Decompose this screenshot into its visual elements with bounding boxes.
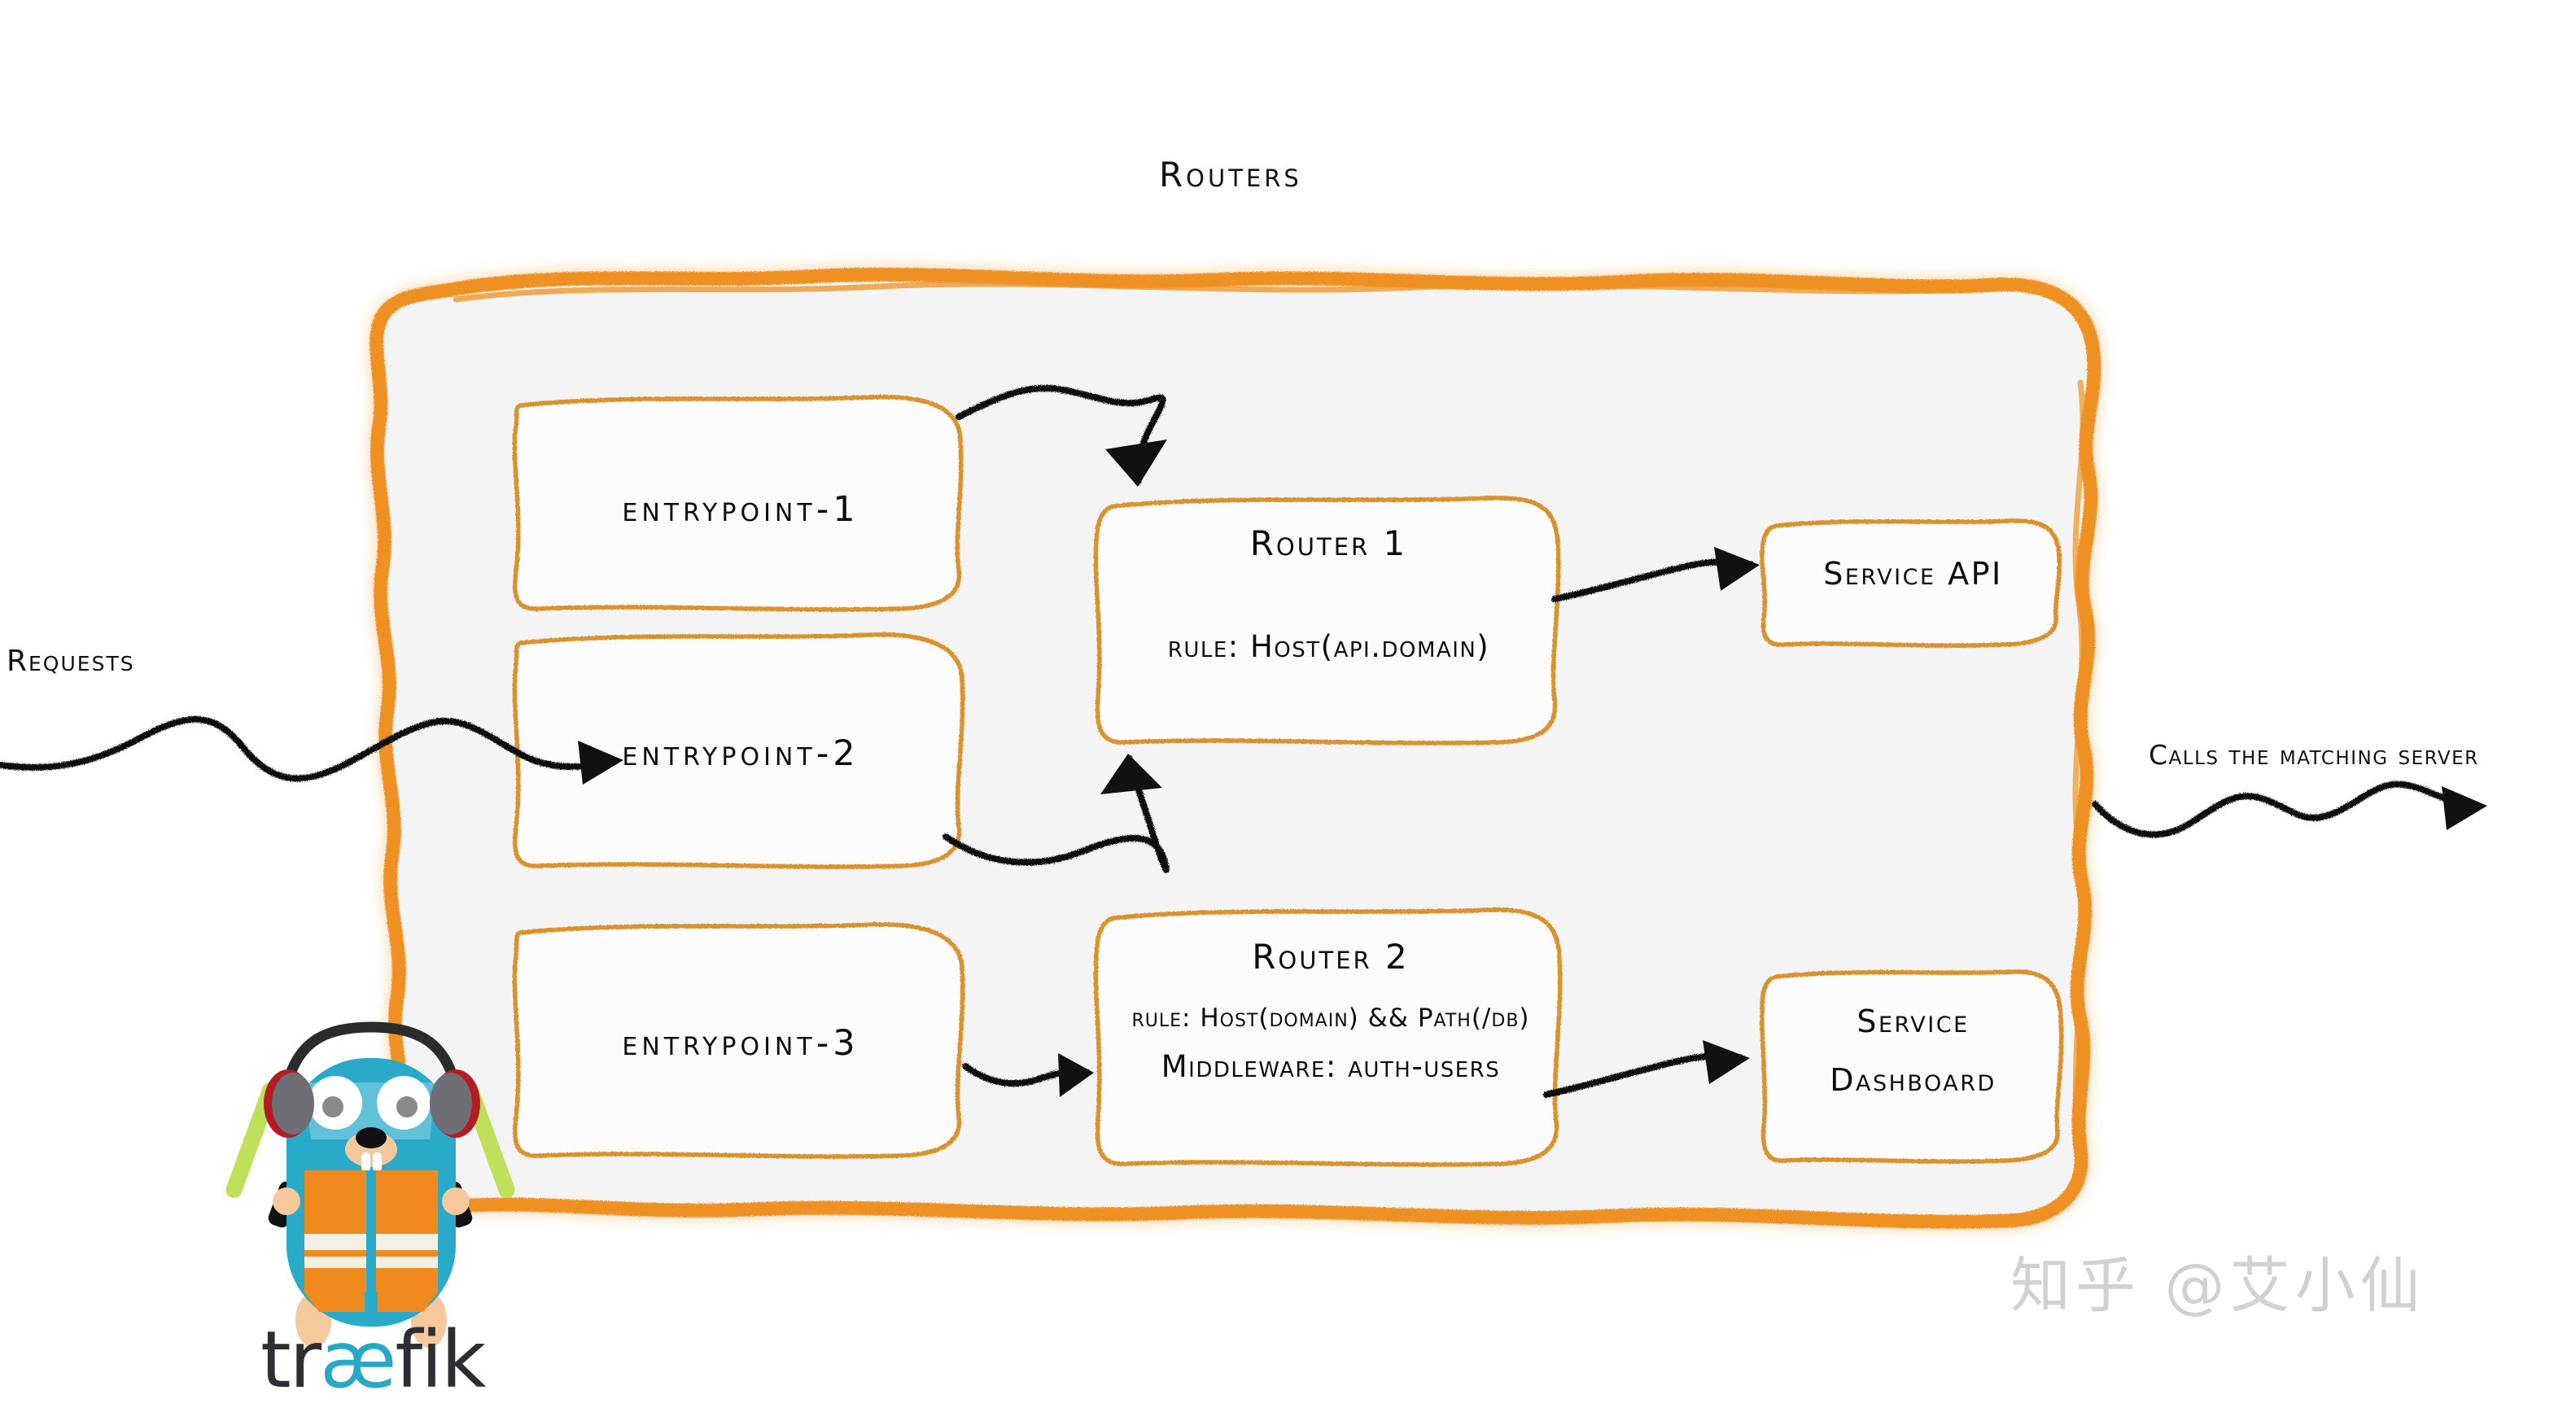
router-2-rule: rule: Host(domain) && Path(/db) xyxy=(1131,1004,1530,1033)
headphone-band xyxy=(284,1021,458,1082)
entrypoint-1-label: entrypoint-1 xyxy=(622,489,859,530)
service-dashboard-box[interactable] xyxy=(1760,969,2064,1164)
gopher-illustration xyxy=(225,1021,515,1348)
service-api-label: Service API xyxy=(1823,556,2003,592)
gopher-hand-right xyxy=(442,1187,470,1215)
arrowhead-calls xyxy=(2442,786,2487,830)
router-1-rule: rule: Host(api.domain) xyxy=(1167,629,1490,664)
headphone-earmuff-right xyxy=(430,1069,480,1138)
gopher-nose xyxy=(356,1127,387,1148)
service-dashboard-label-line2: Dashboard xyxy=(1830,1062,1997,1098)
router-2-middleware: Middleware: auth-users xyxy=(1161,1049,1501,1084)
wordmark-prefix: tr xyxy=(260,1314,321,1406)
service-api-box[interactable] xyxy=(1760,518,2062,648)
arrowhead-to-router2 xyxy=(1058,1053,1094,1097)
safety-vest xyxy=(304,1170,438,1312)
traefik-wordmark: træfik xyxy=(260,1314,486,1406)
entrypoint-3-box[interactable] xyxy=(512,922,965,1159)
entrypoint-2-label: entrypoint-2 xyxy=(622,733,859,774)
page-title: Routers xyxy=(1159,155,1302,195)
entrypoint-1-box[interactable] xyxy=(512,395,964,612)
arrow-requests-to-container xyxy=(0,715,617,782)
gopher-tooth-left xyxy=(361,1152,370,1172)
wordmark-ligature: æ xyxy=(320,1314,396,1406)
arrowhead-to-router1-top xyxy=(1105,439,1167,487)
arrowhead-to-service-dashboard xyxy=(1703,1040,1750,1084)
entrypoint-2-box[interactable] xyxy=(512,632,965,869)
arrow-ep2-to-router1 xyxy=(942,755,1170,873)
service-dashboard-label-line1: Service xyxy=(1857,1004,1970,1039)
arrow-ep1-to-router1 xyxy=(956,385,1166,485)
requests-label: Requests xyxy=(7,645,135,678)
router-1-title: Router 1 xyxy=(1249,523,1408,563)
arrow-container-to-calls xyxy=(2092,781,2479,838)
wordmark-suffix: fik xyxy=(395,1314,486,1406)
headphone-earmuff-left xyxy=(264,1069,314,1138)
calls-matching-server-label: Calls the matching server xyxy=(2149,739,2479,771)
router-1-box[interactable] xyxy=(1093,496,1561,746)
arrowhead-to-service-api xyxy=(1714,547,1760,591)
entrypoint-3-label: entrypoint-3 xyxy=(622,1023,859,1064)
arrowhead-to-router1-bottom xyxy=(1100,754,1162,794)
zhihu-watermark: 知乎 @艾小仙 xyxy=(2010,1251,2425,1321)
arrowheads xyxy=(578,439,2487,1097)
arrowhead-requests xyxy=(578,741,623,785)
gopher-tooth-right xyxy=(373,1152,382,1172)
router-2-title: Router 2 xyxy=(1252,937,1410,977)
gopher-hand-left xyxy=(273,1187,300,1215)
router-2-box[interactable] xyxy=(1093,907,1563,1167)
